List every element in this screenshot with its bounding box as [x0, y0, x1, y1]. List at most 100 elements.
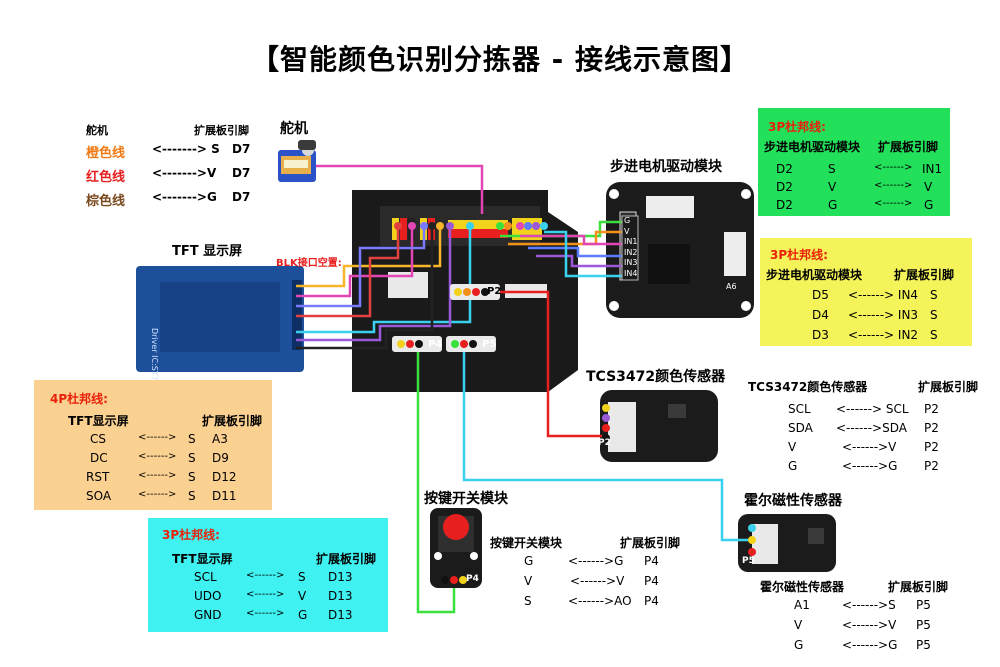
- box-header: 扩展板引脚: [316, 552, 377, 566]
- hall-pin-table: 霍尔磁性传感器 扩展板引脚 A1 <------>S P5 V <------>…: [760, 578, 990, 658]
- stepper-pin-label: G: [624, 216, 631, 225]
- box-header: 扩展板引脚: [202, 414, 263, 428]
- box-title: 3P杜邦线:: [768, 120, 826, 134]
- button-connector-label: P4: [466, 574, 479, 584]
- table-cell: <------>: [246, 608, 285, 619]
- button-pin-table: 按键开关模块 扩展板引脚 G <------>G P4 V <------>V …: [490, 534, 710, 614]
- table-cell: D3: [812, 328, 829, 342]
- stepper-pin-label: IN1: [624, 237, 638, 246]
- tft-display-image: Driver IC:ST7735S: [136, 266, 304, 401]
- table-cell: SOA: [86, 489, 112, 503]
- table-cell: V: [298, 589, 307, 603]
- table-header: TCS3472颜色传感器: [748, 380, 868, 394]
- table-cell: <------>SDA: [836, 421, 907, 435]
- stepper-label: 步进电机驱动模块: [610, 159, 722, 175]
- table-cell: UDO: [194, 589, 222, 603]
- table-cell: P2: [924, 402, 939, 416]
- table-cell: SDA: [788, 421, 813, 435]
- p2-connector-label: P2: [487, 286, 502, 297]
- table-cell: D4: [812, 308, 829, 322]
- servo-pin: D7: [232, 190, 251, 204]
- table-cell: <------>V: [842, 440, 897, 454]
- table-cell: D2: [776, 198, 793, 212]
- table-cell: S: [930, 308, 938, 322]
- box-title: 3P杜邦线:: [770, 248, 828, 262]
- table-cell: P4: [644, 574, 659, 588]
- table-cell: S: [188, 470, 196, 484]
- table-cell: A1: [794, 598, 810, 612]
- button-module-label: 按键开关模块: [424, 491, 508, 507]
- table-cell: D13: [328, 570, 353, 584]
- table-cell: S: [188, 432, 196, 446]
- table-cell: S: [524, 594, 532, 608]
- table-cell: IN1: [922, 162, 943, 176]
- table-cell: <------> IN3: [848, 308, 919, 322]
- table-cell: GND: [194, 608, 222, 622]
- tcs3472-image: [600, 390, 718, 462]
- box-header: 扩展板引脚: [894, 268, 955, 282]
- table-cell: <------>: [138, 451, 177, 462]
- table-cell: V: [524, 574, 533, 588]
- stepper-green-box: 3P杜邦线: 步进电机驱动模块 扩展板引脚 D2 S <------> IN1 …: [758, 108, 950, 216]
- table-cell: S: [188, 451, 196, 465]
- page-title: 【智能颜色识别分拣器 - 接线示意图】: [250, 43, 750, 76]
- table-cell: <------> IN2: [848, 328, 919, 342]
- tft-3p-box: 3P杜邦线: TFT显示屏 扩展板引脚 SCL <------> S D13 U…: [148, 518, 388, 632]
- table-cell: D12: [212, 470, 237, 484]
- box-header: TFT显示屏: [68, 414, 129, 428]
- tcs-connector-label: P2: [598, 438, 611, 448]
- table-cell: S: [930, 288, 938, 302]
- stepper-pin-label: IN3: [624, 258, 638, 267]
- table-cell: D13: [328, 589, 353, 603]
- table-cell: P4: [644, 594, 659, 608]
- svg-text:Driver IC:ST7735S: Driver IC:ST7735S: [150, 328, 159, 401]
- p4-connector-label: P4: [428, 339, 443, 350]
- table-cell: D13: [328, 608, 353, 622]
- table-cell: S: [188, 489, 196, 503]
- table-cell: D2: [776, 180, 793, 194]
- tcs3472-label: TCS3472颜色传感器: [586, 369, 726, 385]
- box-header: TFT显示屏: [172, 552, 233, 566]
- table-cell: <------>: [138, 489, 177, 500]
- table-header: 扩展板引脚: [918, 380, 979, 394]
- table-cell: V: [828, 180, 837, 194]
- table-cell: SCL: [788, 402, 811, 416]
- tft-label: TFT 显示屏: [172, 244, 243, 259]
- stepper-yellow-box: 3P杜邦线: 步进电机驱动模块 扩展板引脚 D5 <------> IN4 S …: [760, 238, 972, 346]
- servo-arrow: <-------> S: [152, 142, 220, 156]
- table-cell: <------>AO: [568, 594, 632, 608]
- table-cell: SCL: [194, 570, 217, 584]
- table-cell: <------>: [874, 162, 913, 173]
- table-cell: <------>: [874, 198, 913, 209]
- table-cell: G: [794, 638, 804, 652]
- table-cell: <------>: [138, 470, 177, 481]
- table-cell: CS: [90, 432, 106, 446]
- box-title: 3P杜邦线:: [162, 528, 220, 542]
- servo-pin: D7: [232, 142, 251, 156]
- table-cell: G: [298, 608, 308, 622]
- table-cell: <------>V: [570, 574, 625, 588]
- table-cell: P5: [916, 618, 931, 632]
- servo-label: 舵机: [280, 121, 308, 137]
- table-cell: <------>V: [842, 618, 897, 632]
- servo-wire-orange: 橙色线: [86, 146, 126, 161]
- p5-connector-label: P5: [482, 339, 497, 350]
- table-cell: D11: [212, 489, 237, 503]
- servo-table-header-right: 扩展板引脚: [194, 124, 249, 137]
- table-cell: P2: [924, 421, 939, 435]
- table-cell: A3: [212, 432, 228, 446]
- table-cell: <------>: [138, 432, 177, 443]
- table-cell: <------>S: [842, 598, 896, 612]
- stepper-pin-label: V: [624, 226, 630, 236]
- servo-arrow: <------->G: [152, 190, 217, 204]
- table-cell: V: [924, 180, 933, 194]
- box-header: 扩展板引脚: [878, 140, 939, 154]
- table-cell: P2: [924, 459, 939, 473]
- table-cell: D5: [812, 288, 829, 302]
- table-cell: <------>: [874, 180, 913, 191]
- servo-pin-table: 舵机 扩展板引脚 橙色线 <-------> S D7 红色线 <-------…: [80, 120, 280, 210]
- table-cell: <------>: [246, 570, 285, 581]
- table-cell: P5: [916, 598, 931, 612]
- servo-wire-red: 红色线: [86, 170, 126, 185]
- table-cell: <------>G: [842, 459, 898, 473]
